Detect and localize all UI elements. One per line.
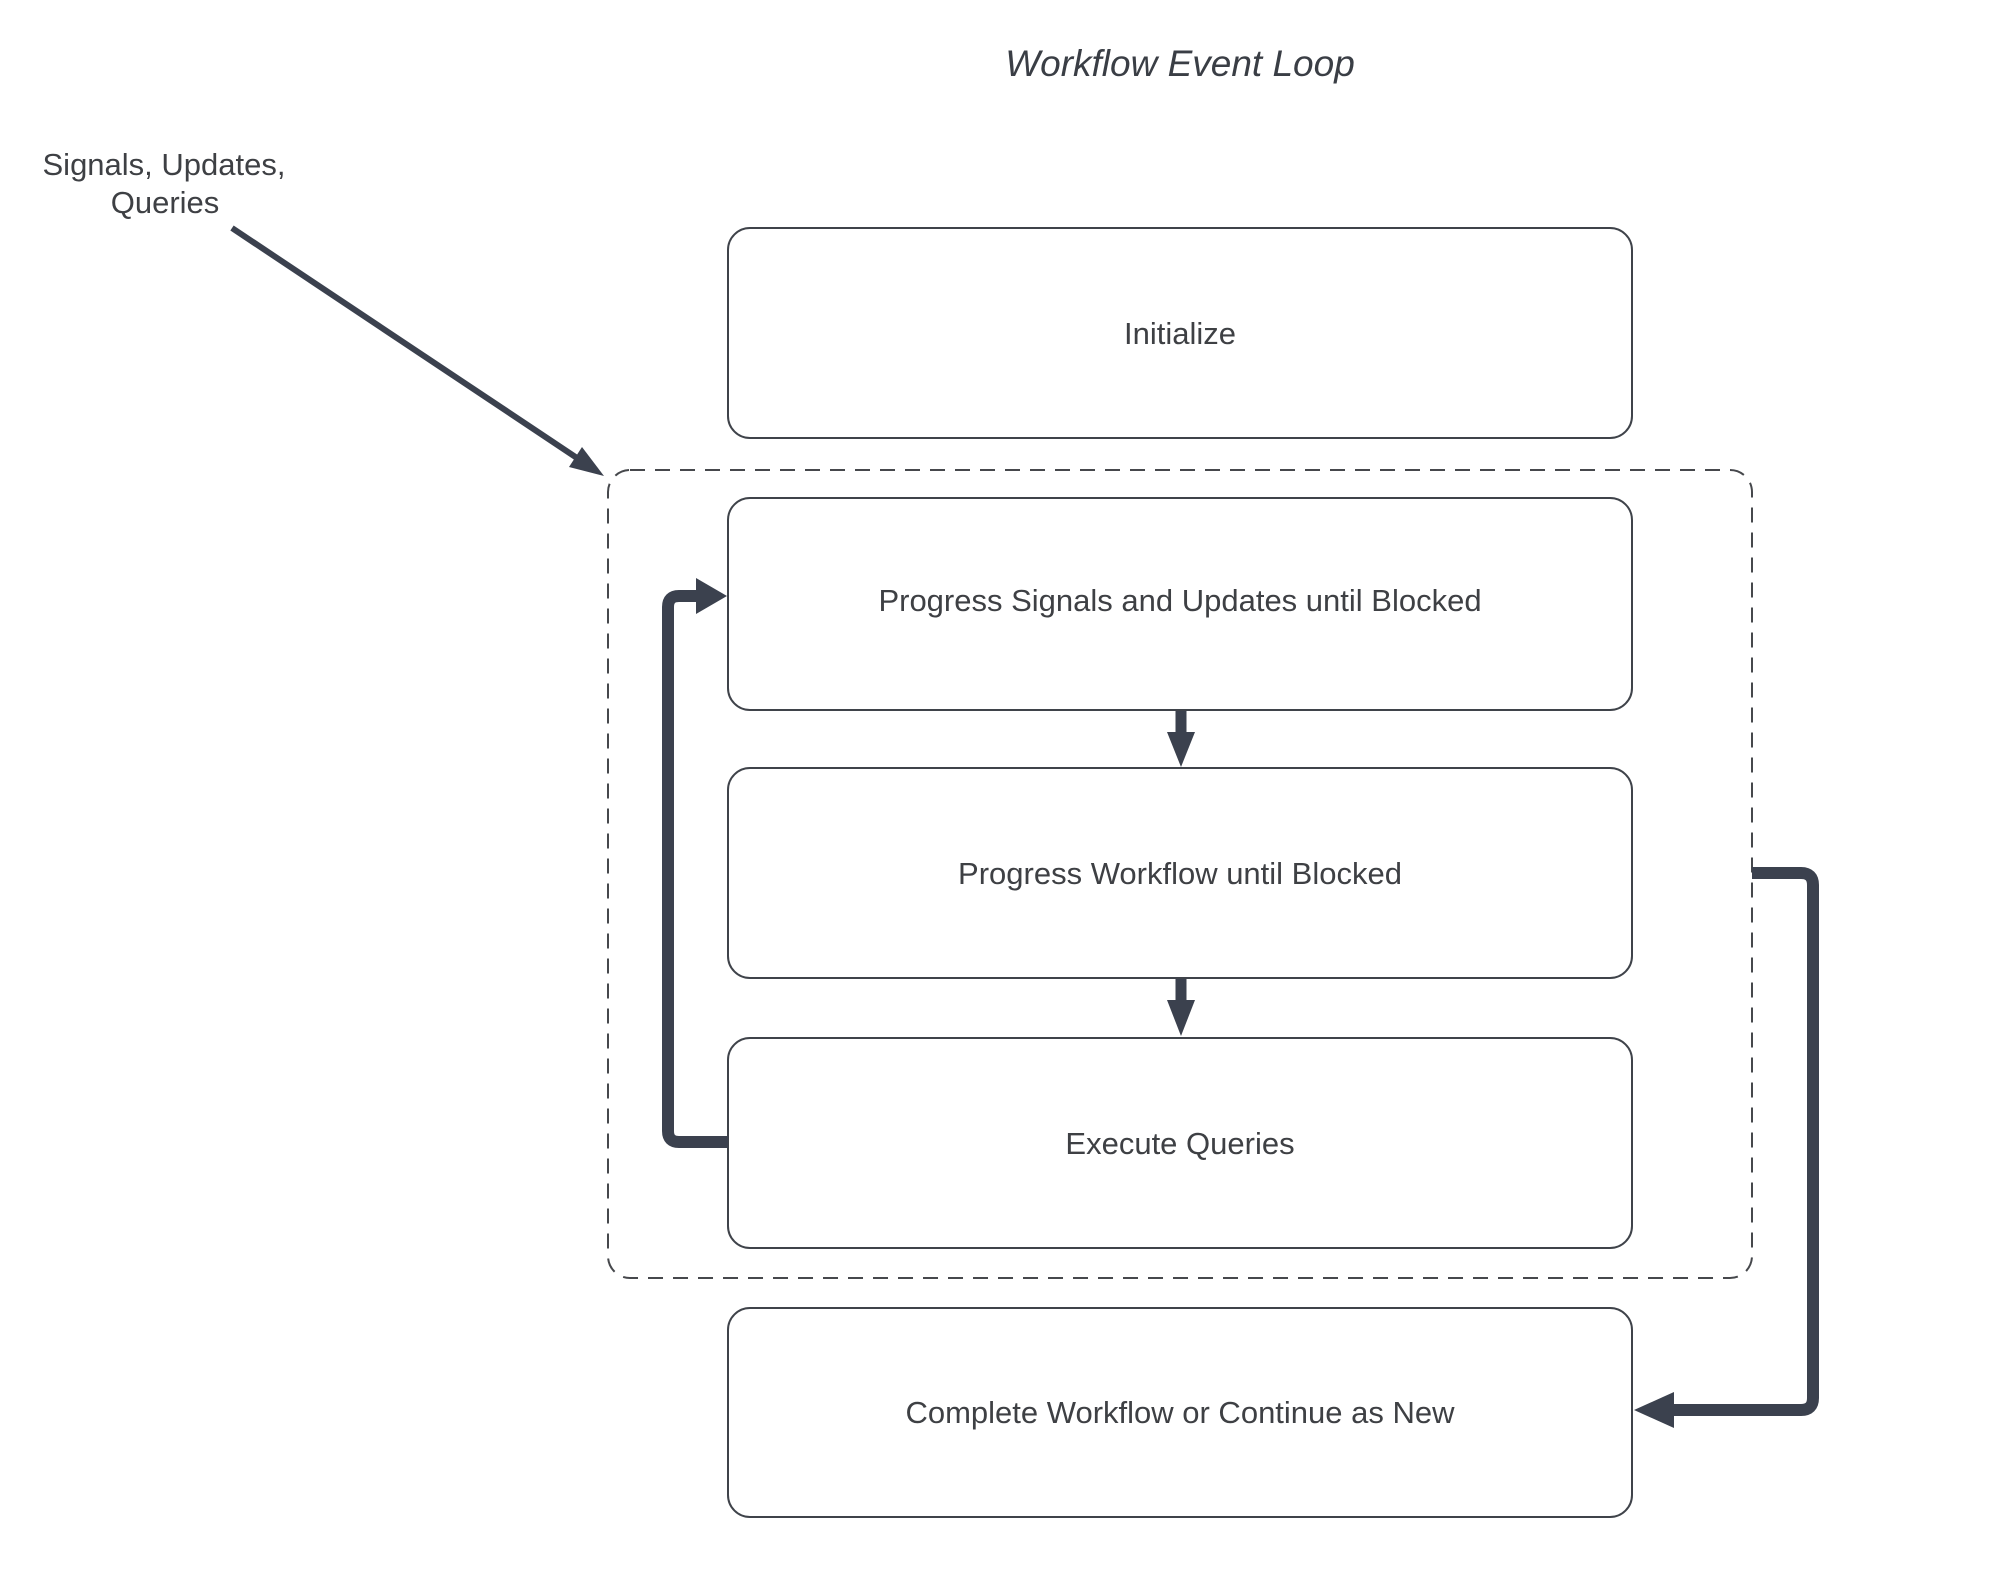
node-progress-workflow-label: Progress Workflow until Blocked [958,856,1402,891]
annotation-line-2: Queries [111,185,220,220]
exit-arrowhead-icon [1634,1392,1674,1428]
annotation-line-1: Signals, Updates, [43,147,286,182]
node-progress-signals-label: Progress Signals and Updates until Block… [878,583,1481,618]
node-execute-queries-label: Execute Queries [1065,1126,1294,1161]
node-complete-workflow-label: Complete Workflow or Continue as New [905,1395,1455,1430]
node-initialize-label: Initialize [1124,316,1236,351]
event-loop-dashed-boundary [607,469,1753,1279]
node-progress-workflow [727,767,1633,979]
signals-arrowhead-icon [569,447,604,476]
arrow-signals-to-workflow-head-icon [1167,732,1195,767]
arrow-workflow-to-queries-head-icon [1167,1000,1195,1036]
node-complete-workflow [727,1307,1633,1518]
exit-connector [1674,867,1819,1416]
node-progress-signals [727,497,1633,711]
signals-arrow-line [230,225,582,463]
loop-back-arrowhead-icon [696,578,727,614]
diagram-title: Workflow Event Loop [1005,43,1355,84]
loop-back-connector [662,590,728,1148]
node-initialize [727,227,1633,439]
